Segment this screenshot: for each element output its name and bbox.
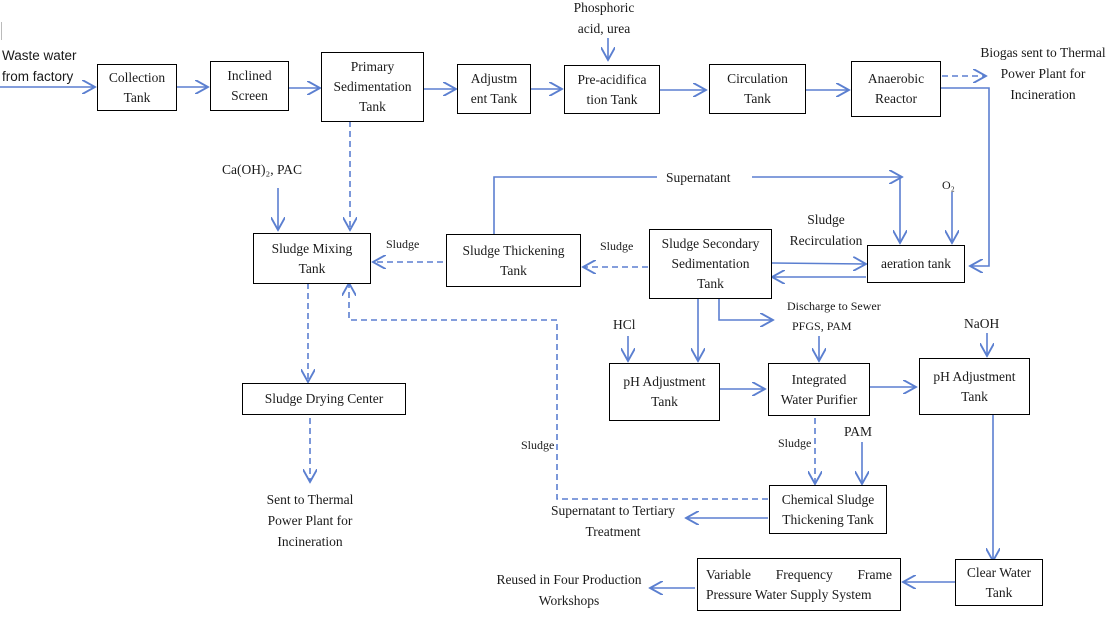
input-pfgs-pam: PFGS, PAM bbox=[792, 319, 852, 333]
node-preacidification-tank: Pre-acidifica tion Tank bbox=[564, 65, 660, 114]
output-reused: Reused in Four Production Workshops bbox=[489, 569, 649, 611]
flow-label-sludge-purifier: Sludge bbox=[778, 436, 812, 450]
label-line: Waste water bbox=[2, 48, 77, 63]
node-text: Sludge Secondary bbox=[661, 236, 760, 251]
label-line: Power Plant for bbox=[267, 513, 353, 528]
flow-label-sludge-sec-to-thick: Sludge bbox=[600, 239, 634, 253]
label-line: Workshops bbox=[538, 593, 600, 608]
node-text: Anaerobic bbox=[867, 71, 925, 86]
node-text: Chemical Sludge bbox=[781, 491, 875, 507]
node-sludge-drying-center: Sludge Drying Center bbox=[242, 383, 406, 415]
line-supernatant-left bbox=[493, 176, 657, 236]
output-sent-thermal: Sent to Thermal Power Plant for Incinera… bbox=[250, 489, 370, 552]
node-text: Tank bbox=[961, 388, 988, 404]
node-variable-frequency-pressure-water-supply: Variable Frequency Frame Pressure Water … bbox=[697, 558, 901, 611]
node-text: Collection bbox=[108, 69, 166, 85]
node-text: Clear Water bbox=[966, 564, 1032, 580]
node-text: Tank bbox=[123, 89, 151, 105]
input-naoh: NaOH bbox=[964, 316, 1000, 331]
input-o2: O₂ bbox=[942, 178, 955, 192]
label-line: Sent to Thermal bbox=[266, 492, 354, 507]
flow-label-sludge-recirculation: Sludge Recirculation bbox=[783, 209, 869, 251]
node-text: Screen bbox=[231, 88, 268, 103]
node-text: Circulation bbox=[727, 71, 788, 86]
output-biogas: Biogas sent to Thermal Power Plant for I… bbox=[968, 42, 1117, 105]
node-text: Sedimentation bbox=[671, 256, 750, 271]
node-text: pH Adjustment bbox=[623, 374, 706, 389]
node-text: Variable Frequency Frame bbox=[706, 566, 892, 582]
node-text: Adjustm bbox=[470, 71, 518, 86]
label-line: Reused in Four Production bbox=[496, 572, 642, 587]
node-text: pH Adjustment bbox=[933, 368, 1016, 384]
node-text: Sludge Thickening bbox=[462, 242, 565, 258]
node-text: Integrated bbox=[791, 371, 847, 387]
node-text: Water Purifier bbox=[780, 391, 858, 407]
input-caoh-pac: Ca(OH)₂, PAC bbox=[222, 162, 302, 177]
flow-label-sludge-chem: Sludge bbox=[521, 438, 555, 452]
input-phosphoric-urea: Phosphoric acid, urea bbox=[562, 0, 646, 39]
label-line: Incineration bbox=[1010, 87, 1076, 102]
arrow-anaerobic-to-aeration bbox=[940, 87, 990, 266]
node-text: Tank bbox=[298, 260, 326, 276]
input-pam: PAM bbox=[844, 424, 873, 439]
label-line: Supernatant to Tertiary bbox=[550, 503, 676, 518]
output-discharge-sewer: Discharge to Sewer bbox=[787, 299, 881, 313]
label-line: Recirculation bbox=[789, 233, 863, 248]
label-line: Treatment bbox=[585, 524, 641, 539]
label-line: Incineration bbox=[277, 534, 343, 549]
arrow-secondary-to-aeration bbox=[771, 263, 866, 264]
node-text: Tank bbox=[697, 276, 724, 291]
node-text: Pressure Water Supply System bbox=[706, 586, 872, 602]
node-text: Primary bbox=[350, 59, 395, 74]
output-supernatant-tertiary: Supernatant to Tertiary Treatment bbox=[544, 500, 682, 542]
label-line: Power Plant for bbox=[1000, 66, 1086, 81]
node-text: Pre-acidifica bbox=[577, 71, 647, 87]
label-line: Biogas sent to Thermal bbox=[980, 45, 1106, 60]
node-text: Sludge Mixing bbox=[271, 240, 353, 256]
node-text: Inclined bbox=[227, 68, 272, 83]
flow-label-supernatant: Supernatant bbox=[666, 170, 731, 185]
node-text: Sedimentation bbox=[333, 79, 412, 94]
input-hcl: HCl bbox=[613, 317, 636, 332]
node-text: Tank bbox=[500, 262, 527, 278]
node-text: tion Tank bbox=[586, 91, 638, 107]
node-text: Thickening Tank bbox=[782, 511, 874, 527]
edge-marker bbox=[1, 22, 2, 40]
input-waste-water: Waste water from factory bbox=[2, 45, 77, 87]
label-line: Sludge bbox=[807, 212, 845, 227]
node-text: Reactor bbox=[875, 91, 917, 106]
node-adjustment-tank: Adjustm ent Tank bbox=[457, 64, 531, 114]
node-aeration-tank: aeration tank bbox=[867, 245, 965, 283]
node-text: Tank bbox=[744, 91, 771, 106]
arrow-discharge-to-sewer bbox=[718, 298, 773, 320]
label-line: from factory bbox=[2, 69, 74, 84]
flow-label-sludge-thick-to-mix: Sludge bbox=[386, 237, 420, 251]
label-line: acid, urea bbox=[577, 21, 631, 36]
label-line: Phosphoric bbox=[573, 0, 635, 15]
node-text: Tank bbox=[985, 584, 1013, 600]
arrow-chem-thick-sludge-to-mixing bbox=[349, 283, 768, 500]
node-text: ent Tank bbox=[470, 91, 518, 106]
node-text: Tank bbox=[359, 99, 386, 114]
node-text: Tank bbox=[651, 394, 678, 409]
